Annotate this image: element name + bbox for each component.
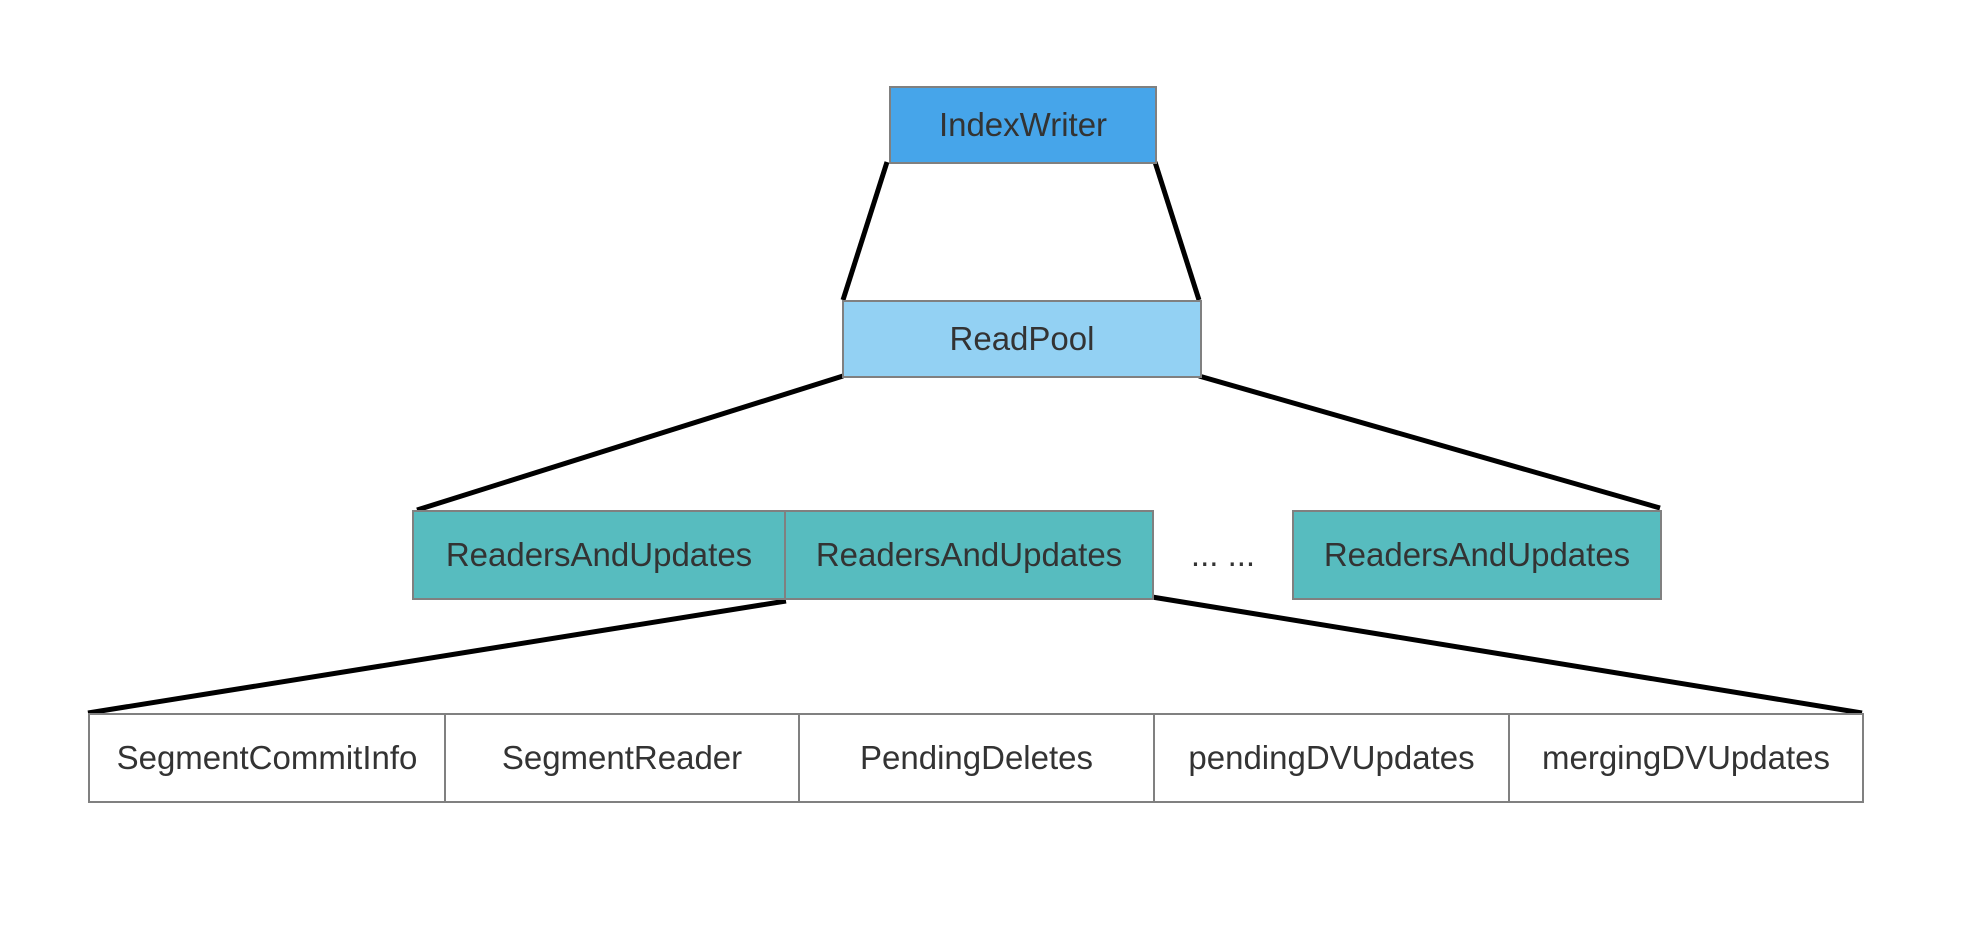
readers-and-updates-label: ReadersAndUpdates <box>445 536 753 573</box>
segment-field-cell: pendingDVUpdates <box>1153 713 1510 803</box>
segment-field-cell: PendingDeletes <box>798 713 1155 803</box>
readers-and-updates-label: ReadersAndUpdates <box>815 536 1123 573</box>
connector-indexwriter-readpool-left <box>840 161 890 301</box>
index-writer-label: IndexWriter <box>938 106 1108 143</box>
connector-readpool-readers-left <box>416 373 844 513</box>
connector-readers-segment-left <box>87 598 787 716</box>
readers-and-updates-box: ReadersAndUpdates <box>784 510 1154 600</box>
segment-commit-info-label: SegmentCommitInfo <box>116 739 418 776</box>
segment-field-cell: SegmentReader <box>444 713 800 803</box>
readers-and-updates-label: ReadersAndUpdates <box>1323 536 1631 573</box>
pending-dv-updates-label: pendingDVUpdates <box>1188 739 1475 776</box>
pending-deletes-label: PendingDeletes <box>860 739 1093 776</box>
connector-readers-segment-right <box>1151 594 1863 716</box>
segment-reader-label: SegmentReader <box>501 739 743 776</box>
read-pool-box: ReadPool <box>842 300 1202 378</box>
connector-readpool-readers-right <box>1198 373 1661 511</box>
ellipsis-text: ... ... <box>1154 510 1292 600</box>
index-writer-box: IndexWriter <box>889 86 1157 164</box>
read-pool-label: ReadPool <box>949 320 1095 357</box>
connector-indexwriter-readpool-right <box>1152 161 1202 301</box>
readers-and-updates-box: ReadersAndUpdates <box>1292 510 1662 600</box>
readers-and-updates-box: ReadersAndUpdates <box>412 510 786 600</box>
segment-field-cell: mergingDVUpdates <box>1508 713 1864 803</box>
ellipsis-label: ... ... <box>1190 536 1256 573</box>
merging-dv-updates-label: mergingDVUpdates <box>1542 739 1830 776</box>
segment-field-cell: SegmentCommitInfo <box>88 713 446 803</box>
